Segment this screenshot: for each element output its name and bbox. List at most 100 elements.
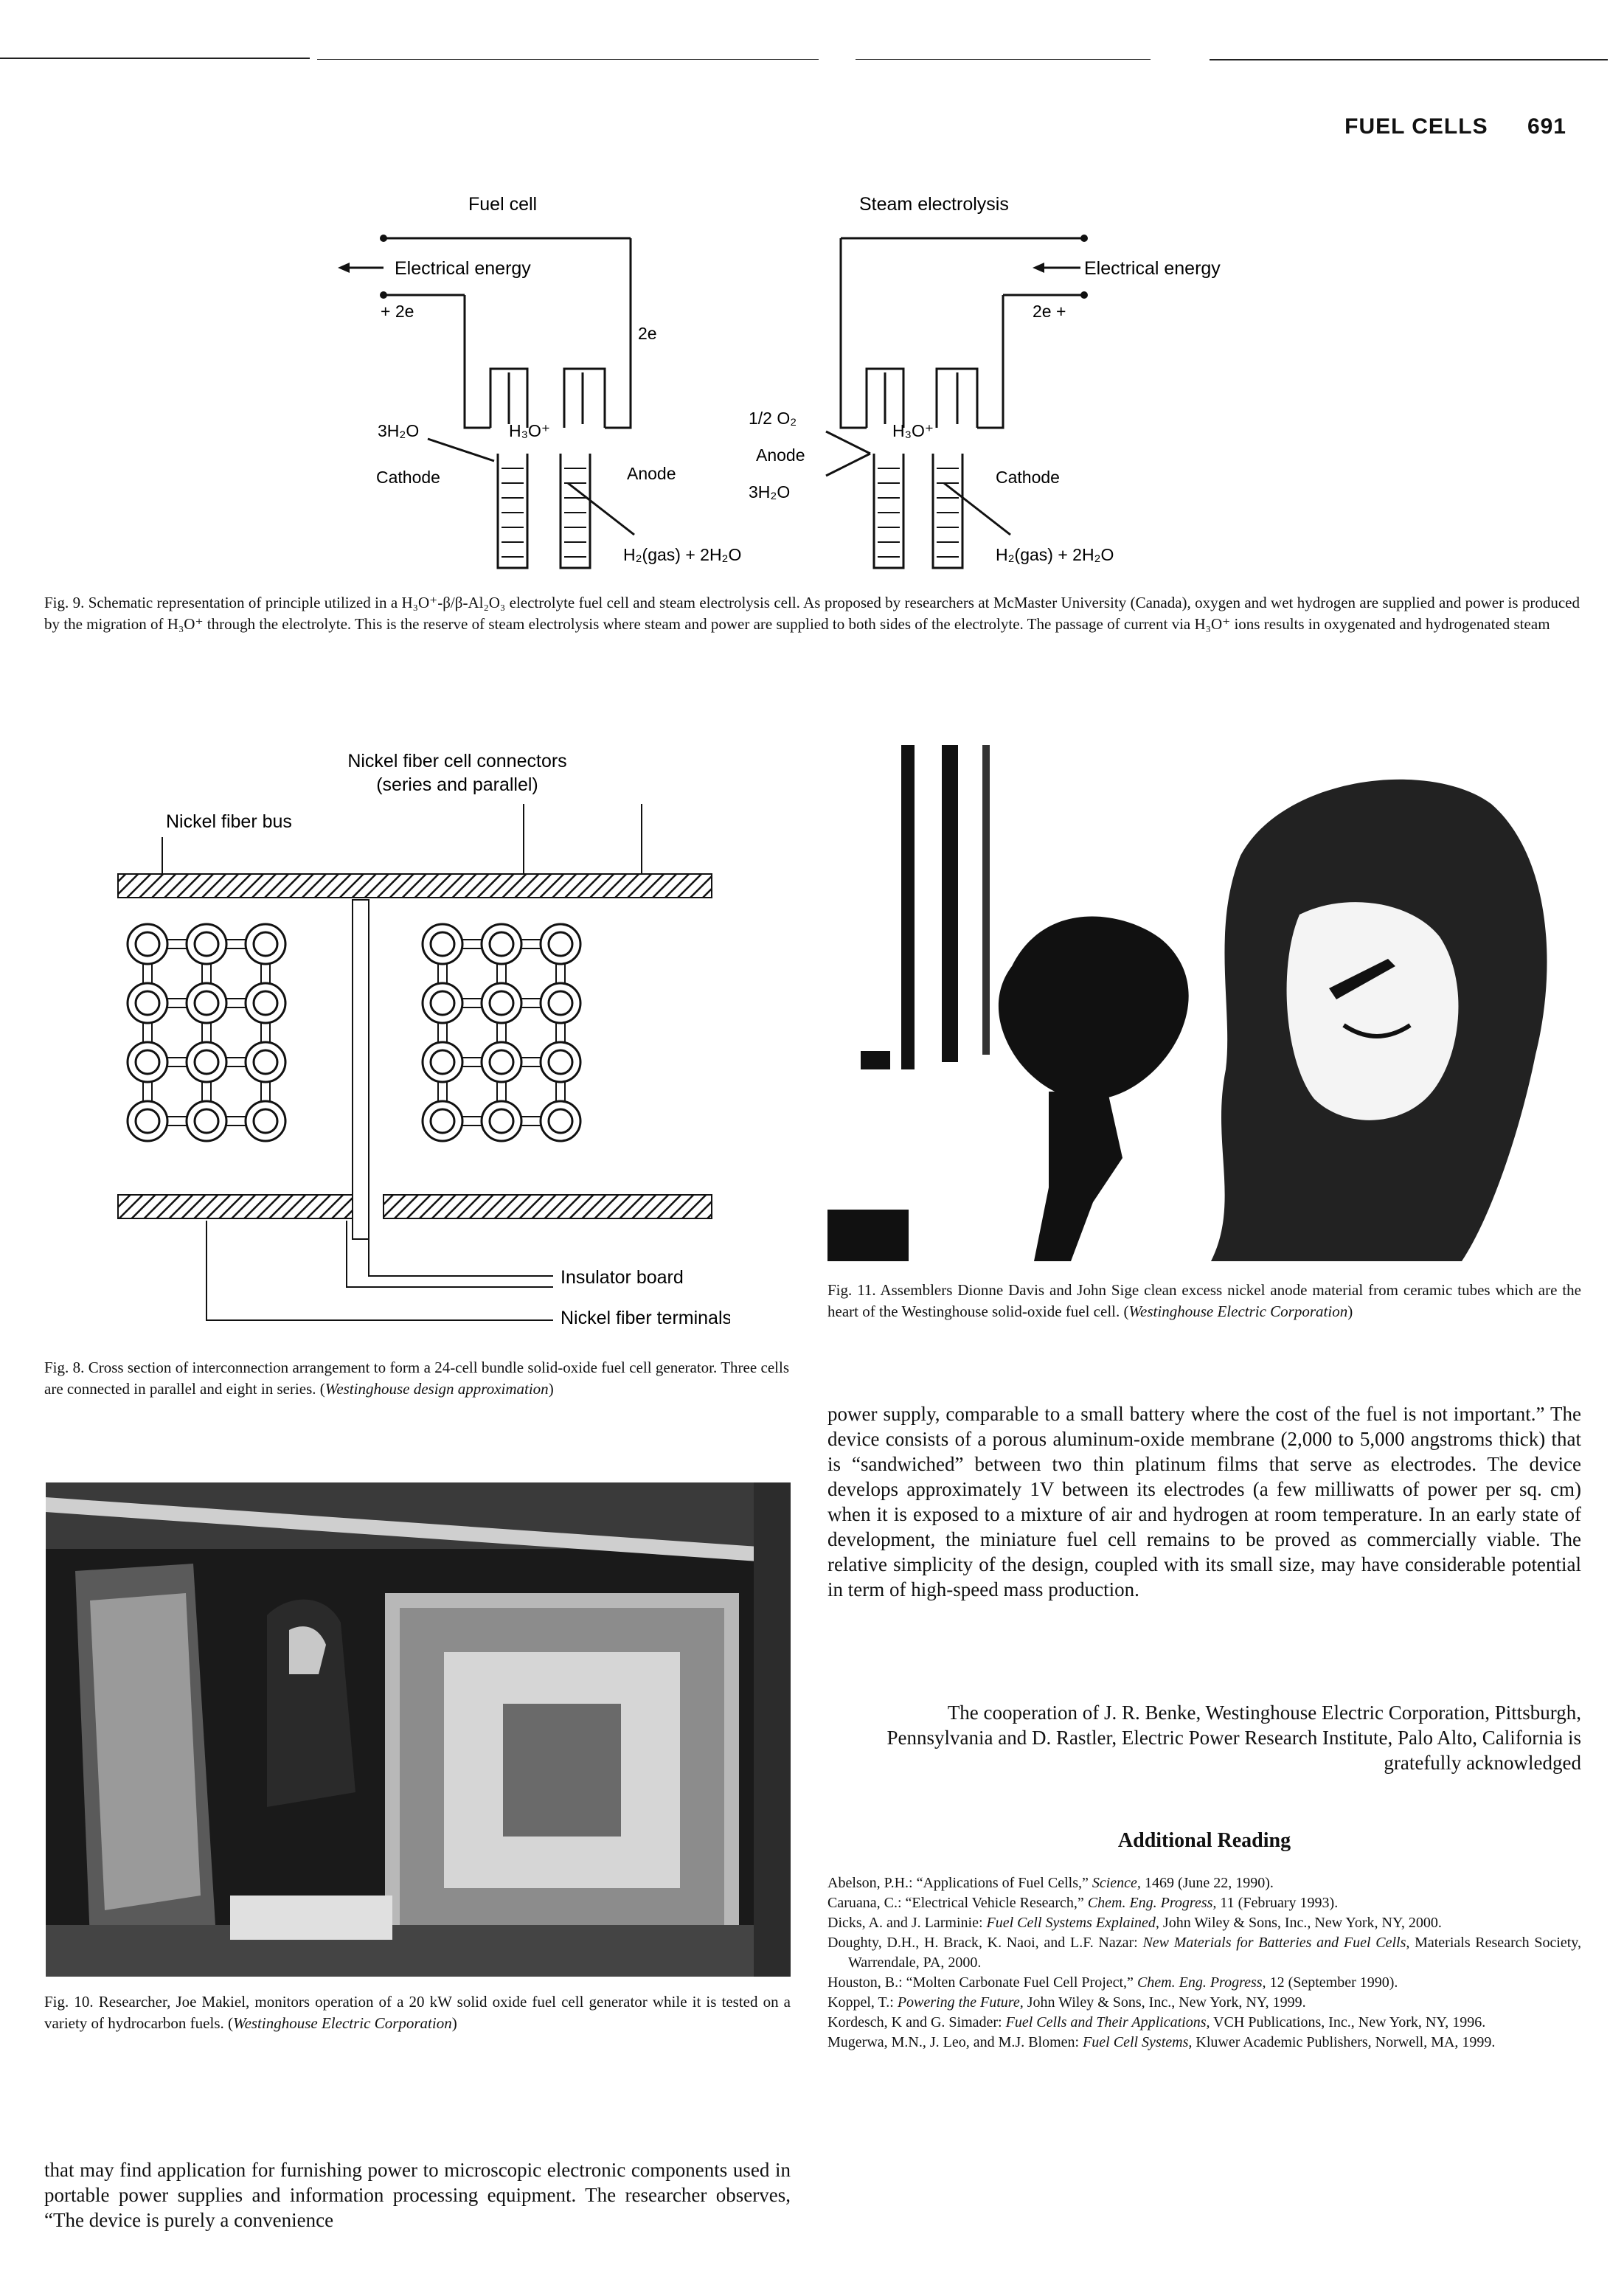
cell-connector (166, 1057, 188, 1067)
reference-authors: Mugerwa, M.N., J. Leo, and M.J. Blomen: (827, 2034, 1083, 2050)
header-page-number: 691 (1527, 114, 1566, 139)
acknowledgment: The cooperation of J. R. Benke, Westingh… (886, 1702, 1581, 1774)
running-header: FUEL CELLS 691 (1344, 114, 1566, 139)
fig9-water-right: 3H₂O (749, 482, 790, 502)
fuel-cell-core (193, 990, 220, 1016)
reference-title: Fuel Cell Systems Explained, (986, 1915, 1159, 1931)
fig11-caption-tail: ) (1347, 1303, 1353, 1320)
fig8-caption-tail: ) (548, 1380, 554, 1398)
fuel-cell-core (193, 1049, 220, 1075)
fig8-caption-credit: Westinghouse design approximation (325, 1380, 549, 1398)
cell-connector (496, 963, 507, 985)
left-column-text: that may find application for furnishing… (44, 2159, 791, 2231)
reference-title: New Materials for Batteries and Fuel Cel… (1142, 1935, 1410, 1951)
fuel-cell-core (134, 1108, 161, 1134)
reference-item: Doughty, D.H., H. Brack, K. Naoi, and L.… (827, 1933, 1581, 1973)
cell-connector (496, 1081, 507, 1103)
fuel-cell-core (488, 931, 515, 957)
reference-item: Kordesch, K and G. Simader: Fuel Cells a… (827, 2013, 1581, 2033)
fig8-cell-grid (126, 923, 582, 1142)
cell-connector (142, 963, 153, 985)
reference-title: Science, (1092, 1875, 1141, 1891)
fuel-cell-core (134, 1049, 161, 1075)
reference-title: Fuel Cell Systems, (1083, 2034, 1193, 2050)
fig8-label-terminals: Nickel fiber terminals (561, 1308, 730, 1328)
fuel-cell-core (193, 1108, 220, 1134)
fuel-cell-core (547, 990, 574, 1016)
reference-item: Houston, B.: “Molten Carbonate Fuel Cell… (827, 1973, 1581, 1993)
fig9-products-right: H₂(gas) + 2H₂O (996, 545, 1114, 564)
reference-authors: Caruana, C.: “Electrical Vehicle Researc… (827, 1895, 1088, 1911)
reference-details: VCH Publications, Inc., New York, NY, 19… (1210, 2014, 1486, 2030)
fig9-products-left: H₂(gas) + 2H₂O (623, 545, 741, 564)
reference-title: Powering the Future, (897, 1994, 1024, 2011)
fig9-plus-2e-left: + 2e (381, 302, 414, 321)
reference-authors: Koppel, T.: (827, 1994, 898, 2011)
cell-connector (260, 963, 271, 985)
fig10-caption-tail: ) (451, 2014, 457, 2032)
cell-connector (496, 1022, 507, 1044)
reference-authors: Houston, B.: “Molten Carbonate Fuel Cell… (827, 1974, 1137, 1991)
fuel-cell-core (252, 990, 279, 1016)
cell-connector (461, 939, 483, 949)
fig10-caption: Fig. 10. Researcher, Joe Makiel, monitor… (44, 1991, 791, 2034)
cell-connector (520, 998, 542, 1008)
fig9-electrical-energy-left: Electrical energy (395, 258, 531, 279)
fuel-cell-core (488, 1108, 515, 1134)
fig9-hydronium-right: H₃O⁺ (892, 421, 934, 440)
fig8-label-connectors-line2: (series and parallel) (376, 774, 538, 795)
fig8-label-connectors-line1: Nickel fiber cell connectors (347, 751, 566, 771)
fig9-2e-right: 2e + (1033, 302, 1066, 321)
cell-connector (201, 963, 212, 985)
fig8-caption-lead: Fig. 8. Cross section of interconnection… (44, 1359, 789, 1398)
fig8-top-board (117, 873, 712, 898)
reference-title: Chem. Eng. Progress, (1137, 1974, 1266, 1991)
additional-reading-heading: Additional Reading (1117, 1829, 1291, 1852)
fig9-cathode-right: Cathode (996, 468, 1060, 487)
reference-details: Materials Research Society, Warrendale, … (848, 1935, 1582, 1971)
reference-item: Abelson, P.H.: “Applications of Fuel Cel… (827, 1873, 1581, 1893)
cell-connector (555, 1081, 566, 1103)
fuel-cell-core (252, 931, 279, 957)
fuel-cell-core (488, 1049, 515, 1075)
cell-connector (461, 1057, 483, 1067)
fig9-cathode-left: Cathode (376, 468, 440, 487)
reference-item: Mugerwa, M.N., J. Leo, and M.J. Blomen: … (827, 2033, 1581, 2053)
cell-connector (225, 939, 247, 949)
cell-connector (520, 1116, 542, 1126)
fig9-water-left: 3H₂O (378, 421, 419, 440)
cell-connector (225, 998, 247, 1008)
fuel-cell-core (134, 990, 161, 1016)
fuel-cell-core (488, 990, 515, 1016)
cell-connector (555, 1022, 566, 1044)
reference-details: Kluwer Academic Publishers, Norwell, MA,… (1192, 2034, 1496, 2050)
cell-connector (142, 1081, 153, 1103)
reference-details: 11 (February 1993). (1216, 1895, 1339, 1911)
cell-connector (225, 1116, 247, 1126)
right-column-paragraph: power supply, comparable to a small batt… (827, 1403, 1581, 1600)
reference-details: 12 (September 1990). (1266, 1974, 1398, 1991)
fuel-cell-core (429, 1108, 456, 1134)
fig9-electrical-energy-right: Electrical energy (1084, 258, 1221, 279)
fig9-half-o2: 1/2 O₂ (749, 409, 797, 428)
fuel-cell-core (429, 990, 456, 1016)
top-rule-4 (1210, 59, 1608, 60)
fuel-cell-core (547, 1049, 574, 1075)
fig9-caption: Fig. 9. Schematic representation of prin… (44, 594, 1580, 633)
fig10-caption-credit: Westinghouse Electric Corporation (233, 2014, 452, 2032)
cell-connector (260, 1022, 271, 1044)
cell-connector (520, 939, 542, 949)
top-rule-1 (0, 58, 310, 59)
fuel-cell-core (547, 931, 574, 957)
fuel-cell-core (134, 931, 161, 957)
fig10-caption-lead: Fig. 10. Researcher, Joe Makiel, monitor… (44, 1993, 791, 2032)
reading-list: Abelson, P.H.: “Applications of Fuel Cel… (827, 1873, 1581, 2053)
fuel-cell-core (547, 1108, 574, 1134)
fig8-bottom-board-right (383, 1194, 712, 1219)
fig11-caption-lead: Fig. 11. Assemblers Dionne Davis and Joh… (827, 1281, 1581, 1320)
fig9-anode-right: Anode (756, 445, 805, 465)
fuel-cell-core (429, 1049, 456, 1075)
fig8-caption: Fig. 8. Cross section of interconnection… (44, 1357, 789, 1400)
fig9-2e-left: 2e (638, 324, 657, 343)
fig9-right-title: Steam electrolysis (859, 194, 1009, 215)
